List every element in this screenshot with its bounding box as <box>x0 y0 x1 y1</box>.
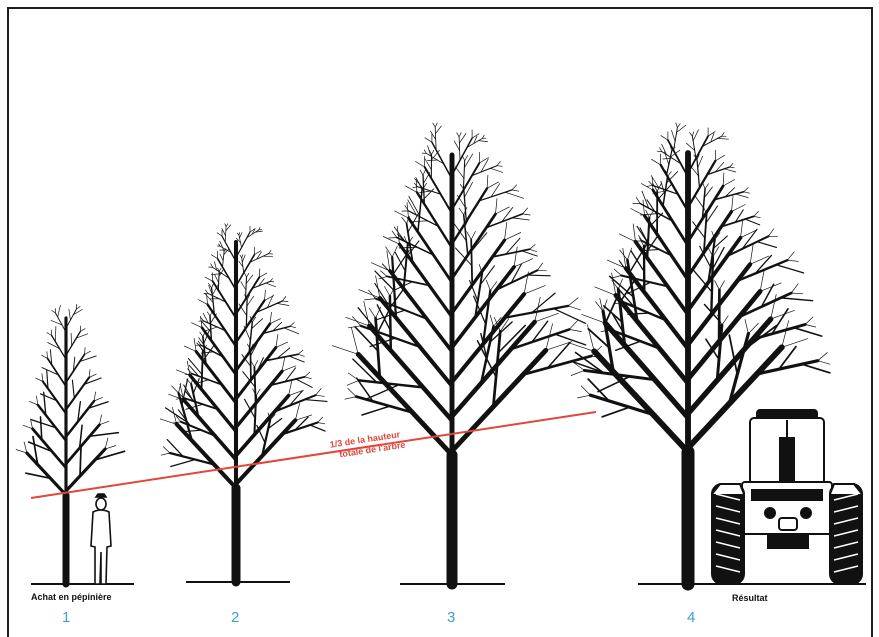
stage-number-2: 2 <box>231 609 239 626</box>
trees <box>16 123 830 584</box>
stage-number-1: 1 <box>62 609 70 626</box>
caption-stage-1: Achat en pépinière <box>31 592 112 602</box>
person-icon <box>91 494 111 584</box>
caption-stage-4: Résultat <box>732 593 768 603</box>
stage-number-3: 3 <box>447 609 455 626</box>
tree-icon <box>160 224 327 582</box>
tree-icon <box>332 123 605 584</box>
annotation: 1/3 de la hauteur totale de l'arbre <box>329 429 406 461</box>
tractor-icon <box>712 410 862 584</box>
stage-number-4: 4 <box>687 609 695 626</box>
